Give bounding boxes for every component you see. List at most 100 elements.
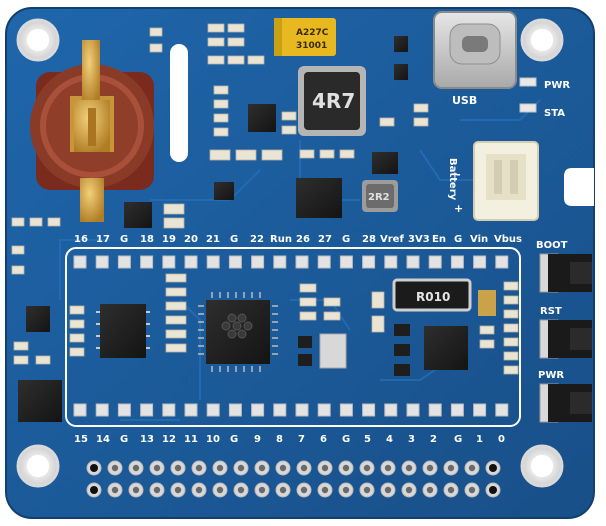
header-pad	[95, 255, 109, 269]
header-pad	[384, 403, 398, 417]
gpio-hole	[426, 464, 434, 472]
header-pad	[273, 255, 287, 269]
header-pad	[162, 255, 176, 269]
top-pin-labels: 16 17 G 18 19 20 21 G 22 Run 26 27 G 28 …	[74, 234, 522, 245]
pin-label-bottom: G	[230, 434, 238, 445]
rp2040-chip	[198, 292, 278, 372]
header-pad	[162, 403, 176, 417]
usb-c-connector	[433, 11, 517, 89]
battery-connector	[473, 141, 539, 221]
gpio-hole	[279, 486, 287, 494]
shunt-resistor: R010	[392, 278, 472, 312]
capacitor-marking-1: A227C	[296, 28, 329, 38]
header-pad	[295, 403, 309, 417]
gpio-hole	[300, 486, 308, 494]
header-pad	[73, 255, 87, 269]
gpio-hole	[405, 464, 413, 472]
pin-label-top: Vref	[380, 234, 404, 245]
pin-label-top: En	[432, 234, 446, 245]
header-pad	[95, 403, 109, 417]
gpio-marker	[489, 486, 497, 494]
gpio-marker	[90, 464, 98, 472]
boot-button[interactable]	[539, 253, 592, 293]
gpio-hole	[174, 486, 182, 494]
pin-label-bottom: 9	[254, 434, 261, 445]
gpio-hole	[258, 486, 266, 494]
header-pad	[206, 403, 220, 417]
pin-label-top: 20	[184, 234, 198, 245]
pin-label-bottom: 11	[184, 434, 198, 445]
inductor-marking: 4R7	[312, 89, 355, 113]
gpio-marker	[489, 464, 497, 472]
pin-label-bottom: 13	[140, 434, 154, 445]
header-pad	[384, 255, 398, 269]
pwr-button[interactable]	[539, 383, 592, 423]
board-slot	[170, 44, 188, 162]
header-pad	[184, 403, 198, 417]
pin-label-top: Run	[270, 234, 292, 245]
pin-label-top: G	[120, 234, 128, 245]
capacitor-gold	[478, 290, 496, 316]
pin-label-bottom: 5	[364, 434, 371, 445]
header-pad	[251, 255, 265, 269]
gpio-hole	[111, 464, 119, 472]
header-pad	[73, 403, 87, 417]
header-pad	[428, 255, 442, 269]
header-pad	[317, 255, 331, 269]
pin-label-top: 18	[140, 234, 154, 245]
pin-label-top: 28	[362, 234, 376, 245]
board-edge-notch	[564, 168, 594, 206]
capacitor-marking-2: 31001	[296, 41, 327, 51]
header-pad	[317, 403, 331, 417]
power-ic	[424, 326, 468, 370]
header-pad	[339, 255, 353, 269]
header-pad	[251, 403, 265, 417]
pin-label-top: G	[342, 234, 350, 245]
header-pad	[428, 403, 442, 417]
header-pad	[206, 255, 220, 269]
header-pad	[362, 255, 376, 269]
header-pad	[362, 403, 376, 417]
led-pwr	[519, 77, 537, 87]
pin-label-bottom: G	[120, 434, 128, 445]
mounting-holes	[16, 18, 564, 488]
rst-button[interactable]	[539, 319, 592, 359]
pin-label-bottom: 3	[408, 434, 415, 445]
pin-label-bottom: G	[342, 434, 350, 445]
small-inductor: 2R2	[362, 180, 398, 212]
gpio-hole	[447, 486, 455, 494]
pin-label-bottom: 14	[96, 434, 110, 445]
header-pad	[473, 255, 487, 269]
gpio-hole	[279, 464, 287, 472]
header-pad	[228, 255, 242, 269]
bottom-pin-labels: 15 14 G 13 12 11 10 G 9 8 7 6 G 5 4 3 2 …	[74, 434, 505, 445]
gpio-hole	[132, 464, 140, 472]
pin-label-top: Vin	[470, 234, 488, 245]
gpio-hole	[195, 464, 203, 472]
header-pad	[495, 255, 509, 269]
pin-label-bottom: 10	[206, 434, 220, 445]
usb-label: USB	[452, 94, 477, 107]
gpio-hole	[111, 486, 119, 494]
small-inductor-marking: 2R2	[368, 192, 390, 203]
gpio-hole	[384, 464, 392, 472]
gpio-hole	[174, 464, 182, 472]
battery-label: Battery	[447, 158, 458, 201]
pin-label-bottom: G	[454, 434, 462, 445]
ic-chips	[18, 36, 408, 422]
gpio-hole	[216, 464, 224, 472]
gpio-hole	[363, 464, 371, 472]
pin-label-bottom: 6	[320, 434, 327, 445]
pin-label-bottom: 8	[276, 434, 283, 445]
power-inductor: 4R7	[298, 66, 366, 136]
gpio-hole	[384, 486, 392, 494]
pin-label-top: 19	[162, 234, 176, 245]
pin-label-top: 27	[318, 234, 332, 245]
header-pad	[273, 403, 287, 417]
gpio-hole	[342, 464, 350, 472]
gpio-hole	[321, 464, 329, 472]
header-pad	[406, 403, 420, 417]
pin-label-top: 16	[74, 234, 88, 245]
pin-label-top: G	[454, 234, 462, 245]
